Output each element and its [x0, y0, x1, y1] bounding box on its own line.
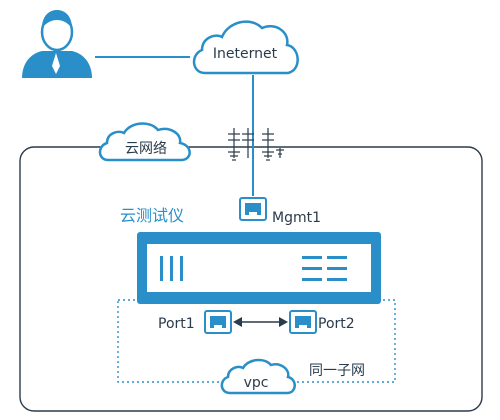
cloud-network-boundary — [19, 146, 483, 412]
mgmt-port-label: Mgmt1 — [272, 210, 321, 226]
port1-label: Port1 — [158, 316, 195, 332]
tester-device-icon — [137, 232, 381, 304]
vpc-cloud-icon — [220, 358, 296, 395]
port2-icon — [289, 310, 317, 334]
mgmt-port-icon — [239, 197, 267, 221]
port1-icon — [204, 310, 232, 334]
cloud-network-cloud-icon — [98, 122, 191, 162]
vpc-subnet-boundary — [117, 299, 396, 383]
subnet-label: 同一子网 — [309, 363, 365, 379]
port-link-arrow — [233, 317, 288, 327]
internet-label: Ineternet — [213, 46, 278, 62]
cloud-network-label: 云网络 — [125, 141, 167, 157]
tester-label: 云测试仪 — [120, 206, 184, 225]
internet-cloud-icon — [192, 20, 299, 75]
firewall-icon — [228, 128, 284, 161]
user-icon — [22, 10, 92, 78]
port2-label: Port2 — [318, 316, 355, 332]
vpc-label: vpc — [244, 375, 269, 391]
